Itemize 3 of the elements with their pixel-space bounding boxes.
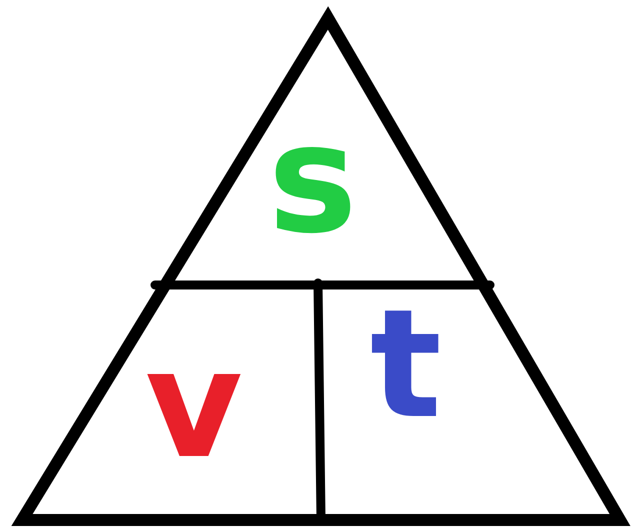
variable-letter: t — [370, 290, 442, 440]
variable-letter: v — [145, 330, 243, 480]
variable-letter: s — [268, 105, 358, 255]
